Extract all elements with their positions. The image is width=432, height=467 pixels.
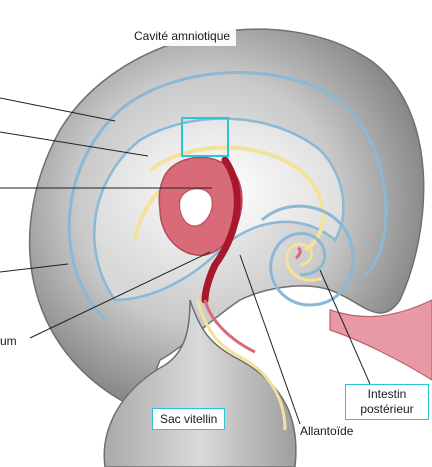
heart-lumen <box>179 188 213 227</box>
yolk-sac-vessel <box>203 299 256 354</box>
hindgut-spiral <box>261 204 355 307</box>
leader-line-1 <box>0 97 116 122</box>
amniotic-cavity-label: Cavité amniotique <box>128 26 237 46</box>
leader-line-hindgut <box>319 269 371 385</box>
leader-line-2 <box>0 131 149 157</box>
hindgut-spiral-pink <box>295 246 302 260</box>
hindgut-spiral-inner <box>285 242 323 282</box>
yolk-sac-label: Sac vitellin <box>152 408 226 430</box>
hindgut-label: Intestin postérieur <box>345 384 429 420</box>
highlight-box <box>181 117 229 157</box>
umbilical-vessel <box>201 156 241 304</box>
leader-line-5 <box>29 251 211 339</box>
amnion-membrane <box>67 71 388 322</box>
yolk-sac-membrane <box>195 299 287 431</box>
leader-line-4 <box>0 263 69 273</box>
allantois-label: Allantoïde <box>300 424 354 438</box>
connecting-stalk <box>329 299 432 381</box>
leader-line-allantois <box>239 254 301 425</box>
partial-left-label: um <box>0 334 17 348</box>
endoderm-layer <box>148 145 326 252</box>
